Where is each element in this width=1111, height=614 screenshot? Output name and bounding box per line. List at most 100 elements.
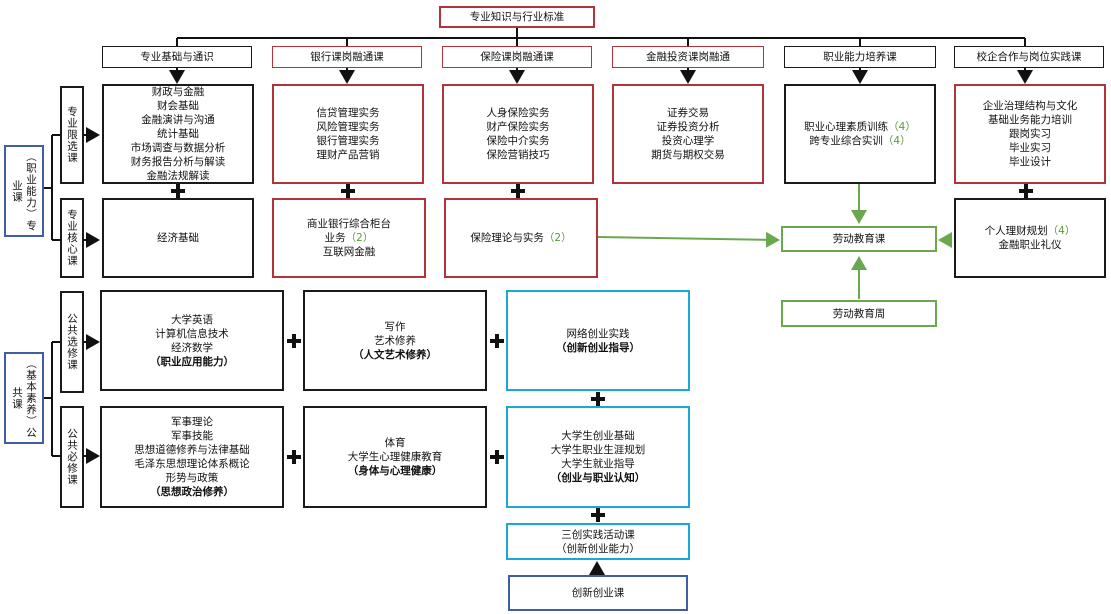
course-item: 金融法规解读 xyxy=(146,170,210,182)
restricted-elective-label: 专业限选课 xyxy=(66,106,78,164)
category-label: （创新创业能力） xyxy=(556,542,640,555)
course-item: 保险营销技巧 xyxy=(486,149,550,161)
course-item: 军事技能 xyxy=(171,430,213,442)
plus-icon xyxy=(511,184,525,198)
course-item: 毕业设计 xyxy=(1009,156,1051,168)
investment-restricted-box: 证券交易 证券投资分析 投资心理学 期货与期权交易 xyxy=(612,84,764,184)
course-item: 互联网金融 xyxy=(322,246,376,258)
plus-icon xyxy=(591,508,605,522)
enterprise-restricted-box: 企业治理结构与文化 基础业务能力培训 跟岗实习 毕业实习 毕业设计 xyxy=(954,84,1106,184)
course-item: 金融演讲与沟通 xyxy=(141,114,215,126)
course-item: 银行管理实务 xyxy=(316,135,380,147)
pub-elective-c-box: 网络创业实践 （创新创业指导） xyxy=(506,290,690,391)
restricted-elective-label-box: 专业限选课 xyxy=(60,86,84,184)
pub-elective-a-box: 大学英语 计算机信息技术 经济数学 （职业应用能力） xyxy=(100,290,284,391)
course-item: 保险理论与实务（2） xyxy=(470,232,572,244)
course-item: 毛泽东思想理论体系概论 xyxy=(134,458,250,470)
course-item: 证券投资分析 xyxy=(656,121,720,133)
header-bank: 银行课岗融通课 xyxy=(272,46,422,68)
insurance-restricted-box: 人身保险实务 财产保险实务 保险中介实务 保险营销技巧 xyxy=(442,84,594,184)
labor-education-week: 劳动教育周 xyxy=(832,307,886,320)
category-label: （思想政治修养） xyxy=(150,486,234,498)
course-item: 思想道德修养与法律基础 xyxy=(134,444,250,456)
category-label: （职业应用能力） xyxy=(150,355,234,368)
pub-required-b-box: 体育 大学生心理健康教育 （身体与心理健康） xyxy=(303,406,487,508)
course-item: 计算机信息技术 xyxy=(155,327,229,340)
course-item: 大学生职业生涯规划 xyxy=(550,444,646,456)
course-item: 企业治理结构与文化 xyxy=(982,100,1078,112)
course-item: 保险中介实务 xyxy=(486,135,550,147)
enterprise-core-box: 个人理财规划（4） 金融职业礼仪 xyxy=(954,198,1106,278)
header-enterprise: 校企合作与岗位实践课 xyxy=(954,46,1104,68)
category-label: （创业与职业认知） xyxy=(550,472,646,484)
course-item: 大学英语 xyxy=(171,313,213,326)
labor-education-course-box: 劳动教育课 xyxy=(781,226,937,252)
plus-icon xyxy=(287,450,301,464)
labor-education-course: 劳动教育课 xyxy=(832,233,886,245)
course-item: 风险管理实务 xyxy=(316,121,380,133)
course-item: 证券交易 xyxy=(667,107,709,119)
public-elective-label-box: 公共选修课 xyxy=(60,291,84,393)
plus-icon xyxy=(341,184,355,198)
header-insurance-label: 保险课岗融通课 xyxy=(480,51,554,63)
course-item: 跨专业综合实训（4） xyxy=(809,135,911,147)
career-restricted-box: 职业心理素质训练（4） 跨专业综合实训（4） xyxy=(784,84,936,184)
industry-standards-box: 专业知识与行业标准 xyxy=(439,6,595,28)
plus-icon xyxy=(490,334,504,348)
header-enterprise-label: 校企合作与岗位实践课 xyxy=(976,51,1082,63)
course-item: 形势与政策 xyxy=(165,472,219,484)
foundation-core-box: 经济基础 xyxy=(102,198,254,278)
course-item: 业务（2） xyxy=(324,232,374,244)
course-item: 大学生心理健康教育 xyxy=(347,451,443,463)
course-item: 经济数学 xyxy=(171,341,213,354)
header-investment: 金融投资课岗融通 xyxy=(612,46,764,68)
plus-icon xyxy=(490,450,504,464)
course-item: 金融职业礼仪 xyxy=(998,239,1062,251)
industry-standards-title: 专业知识与行业标准 xyxy=(469,11,565,23)
course-item: 财务报告分析与解读 xyxy=(130,156,226,168)
category-label: （人文艺术修养） xyxy=(353,348,437,361)
course-item: 艺术修养 xyxy=(374,334,416,347)
course-item: 跟岗实习 xyxy=(1009,128,1051,140)
course-item: 基础业务能力培训 xyxy=(988,114,1072,126)
course-item: 统计基础 xyxy=(157,128,199,140)
public-course-label: （基本素养）公共课 xyxy=(11,357,37,439)
public-required-label-box: 公共必修课 xyxy=(60,406,84,508)
header-investment-label: 金融投资课岗融通 xyxy=(646,51,730,63)
plus-icon xyxy=(171,184,185,198)
professional-course-label: （职业能力）专业课 xyxy=(11,150,37,232)
header-insurance: 保险课岗融通课 xyxy=(442,46,592,68)
course-item: 军事理论 xyxy=(171,416,213,428)
public-required-label: 公共必修课 xyxy=(66,428,78,486)
course-item: 体育 xyxy=(384,437,406,449)
course-item: 财产保险实务 xyxy=(486,121,550,133)
course-item: 网络创业实践 xyxy=(566,327,630,340)
course-item: 商业银行综合柜台 xyxy=(307,218,391,230)
sanchuang-practice-box: 三创实践活动课 （创新创业能力） xyxy=(506,523,690,560)
core-course-label-box: 专业核心课 xyxy=(60,198,84,278)
course-item: 财政与金融 xyxy=(151,86,205,98)
course-item: 人身保险实务 xyxy=(486,107,550,119)
category-label: （创新创业指导） xyxy=(556,341,640,354)
course-item: 理财产品营销 xyxy=(316,149,380,161)
header-career-label: 职业能力培养课 xyxy=(823,51,897,63)
plus-icon xyxy=(287,334,301,348)
core-course-label: 专业核心课 xyxy=(66,209,78,267)
plus-icon xyxy=(1019,184,1033,198)
public-elective-label: 公共选修课 xyxy=(66,313,78,371)
foundation-restricted-box: 财政与金融 财会基础 金融演讲与沟通 统计基础 市场调查与数据分析 财务报告分析… xyxy=(102,84,254,184)
course-item: 市场调查与数据分析 xyxy=(130,142,226,154)
course-item: 期货与期权交易 xyxy=(651,149,725,161)
bank-core-box: 商业银行综合柜台 业务（2） 互联网金融 xyxy=(272,198,426,278)
pub-elective-b-box: 写作 艺术修养 （人文艺术修养） xyxy=(303,290,487,391)
bank-restricted-box: 信贷管理实务 风险管理实务 银行管理实务 理财产品营销 xyxy=(272,84,424,184)
course-item: 大学生创业基础 xyxy=(561,430,635,442)
pub-required-c-box: 大学生创业基础 大学生职业生涯规划 大学生就业指导 （创业与职业认知） xyxy=(506,406,690,508)
course-item: 职业心理素质训练（4） xyxy=(804,121,916,133)
course-item: 写作 xyxy=(384,320,406,333)
plus-icon xyxy=(591,392,605,406)
header-foundation: 专业基础与通识 xyxy=(102,46,252,68)
insurance-core-box: 保险理论与实务（2） xyxy=(444,198,598,278)
course-item: 大学生就业指导 xyxy=(561,458,635,470)
